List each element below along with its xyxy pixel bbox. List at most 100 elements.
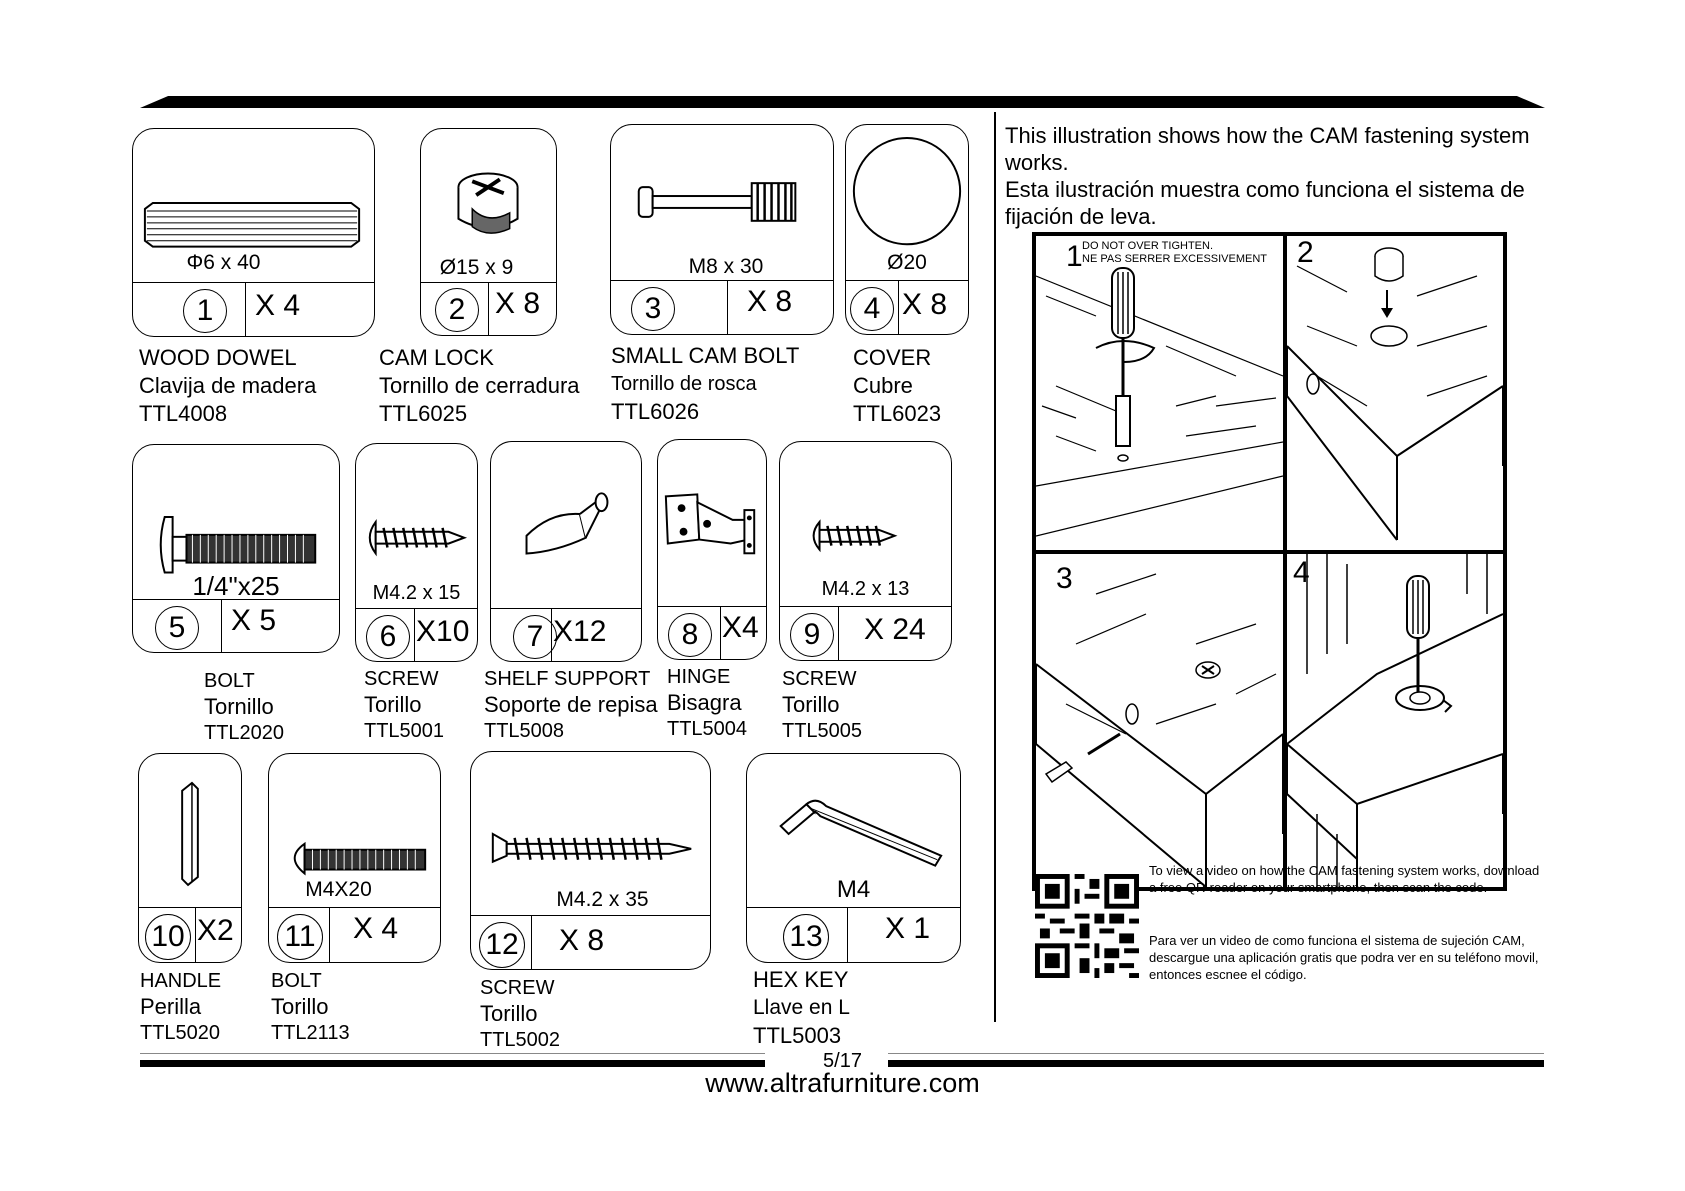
part-5-label: BOLT Tornillo TTL2020 (204, 670, 285, 744)
part-13-card: M4 13 X 1 (746, 753, 961, 963)
part-size: Φ6 x 40 (186, 251, 261, 274)
part-7-card: 7 X12 (490, 441, 642, 662)
part-quantity: X 8 (559, 924, 605, 957)
part-number-badge: 10 (145, 914, 191, 960)
screw-icon (812, 519, 898, 553)
part-quantity: X 4 (353, 912, 399, 945)
part-1-label: WOOD DOWEL Clavija de madera TTL4008 (139, 345, 317, 426)
step-3-illustration (1036, 573, 1283, 887)
top-rule (140, 96, 1545, 108)
qr-code-icon (1035, 874, 1139, 978)
cover-icon (852, 137, 962, 246)
bolt-icon (159, 516, 317, 574)
part-quantity: X 8 (495, 287, 541, 320)
part-row: 3 X 8 (611, 280, 833, 334)
part-row: 1 X 4 (133, 282, 374, 336)
bottom-rule-left (140, 1060, 765, 1067)
part-number-badge: 13 (783, 914, 829, 960)
shelf-support-icon (525, 492, 609, 555)
part-size: Ø15 x 9 (439, 256, 514, 279)
part-2-card: Ø15 x 9 2 X 8 (420, 128, 557, 336)
part-quantity: X12 (553, 615, 607, 648)
step-1-panel: 1 DO NOT OVER TIGHTEN. NE PAS SERRER EXC… (1036, 236, 1283, 550)
column-divider (994, 112, 996, 1022)
step-number: 2 (1297, 236, 1314, 269)
part-row: 11 X 4 (269, 907, 440, 962)
step-4-illustration (1287, 554, 1503, 887)
part-number-badge: 5 (155, 606, 199, 650)
handle-icon (181, 781, 199, 887)
part-10-label: HANDLE Perilla TTL5020 (140, 970, 222, 1044)
part-quantity: X 8 (747, 285, 793, 318)
part-row: 9 X 24 (780, 606, 951, 660)
part-quantity: X2 (197, 914, 234, 947)
part-4-label: COVER Cubre TTL6023 (853, 345, 942, 426)
part-13-label: HEX KEY Llave en L TTL5003 (753, 967, 850, 1048)
hinge-icon (664, 493, 756, 555)
part-size: M4.2 x 35 (556, 888, 649, 911)
part-size: M4 (836, 876, 871, 903)
part-4-card: Ø20 4 X 8 (845, 124, 969, 335)
part-size: Ø20 (887, 251, 927, 274)
part-quantity: X 8 (902, 288, 948, 321)
bottom-rule-thin-right (888, 1053, 1544, 1054)
part-7-label: SHELF SUPPORT Soporte de repisa TTL5008 (484, 668, 658, 742)
qr-instructions-en: To view a video on how the CAM fastening… (1149, 863, 1540, 895)
cam-steps-grid: 1 DO NOT OVER TIGHTEN. NE PAS SERRER EXC… (1032, 232, 1507, 891)
hex-key-icon (779, 799, 943, 867)
part-5-card: 1/4"x25 5 X 5 (132, 444, 340, 653)
part-8-label: HINGE Bisagra TTL5004 (667, 666, 748, 740)
part-row: 2 X 8 (421, 282, 556, 335)
part-1-card: Φ6 x 40 1 X 4 (132, 128, 375, 337)
part-3-label: SMALL CAM BOLT Tornillo de rosca TTL6026 (611, 343, 800, 424)
part-number-badge: 7 (513, 615, 557, 659)
wood-dowel-icon (143, 202, 361, 248)
step-1-illustration (1036, 267, 1283, 537)
bottom-rule-right (888, 1060, 1544, 1067)
part-quantity: X 24 (864, 613, 926, 646)
part-9-card: M4.2 x 13 9 X 24 (779, 441, 952, 661)
part-12-label: SCREW Torillo TTL5002 (480, 977, 561, 1051)
part-row: 6 X10 (356, 608, 477, 661)
part-row: 13 X 1 (747, 907, 960, 962)
part-number-badge: 1 (183, 289, 227, 333)
part-number-badge: 9 (790, 613, 834, 657)
part-2-label: CAM LOCK Tornillo de cerradura TTL6025 (379, 345, 580, 426)
part-number-badge: 4 (850, 287, 894, 331)
part-row: 8 X4 (658, 606, 766, 659)
part-number-badge: 11 (277, 914, 323, 960)
part-size: 1/4"x25 (192, 571, 280, 601)
part-11-card: M4X20 11 X 4 (268, 753, 441, 963)
part-number-badge: 2 (435, 288, 479, 332)
step-1-warning: DO NOT OVER TIGHTEN. NE PAS SERRER EXCES… (1082, 240, 1268, 265)
step-number: 3 (1056, 562, 1073, 595)
part-number-badge: 8 (668, 613, 712, 657)
page-number: 5/17 (823, 1050, 862, 1072)
part-quantity: X 5 (231, 604, 277, 637)
screw-icon (491, 832, 692, 864)
step-number: 4 (1293, 556, 1310, 589)
bolt-icon (293, 841, 427, 876)
cam-bolt-icon (637, 182, 797, 222)
website-url[interactable]: www.altrafurniture.com (705, 1068, 980, 1098)
part-number-badge: 12 (479, 922, 525, 968)
part-10-card: 10 X2 (138, 753, 242, 963)
part-size: M4X20 (305, 878, 372, 901)
part-quantity: X 4 (255, 289, 301, 322)
part-row: 7 X12 (491, 608, 641, 661)
part-12-card: M4.2 x 35 12 X 8 (470, 751, 711, 970)
part-number-badge: 3 (631, 287, 675, 331)
step-number: 1 (1066, 240, 1083, 273)
qr-instructions-es: Para ver un video de como funciona el si… (1149, 933, 1539, 982)
part-quantity: X10 (416, 615, 470, 648)
bottom-rule-thin-left (140, 1053, 765, 1054)
part-size: M8 x 30 (688, 255, 764, 278)
step-2-panel: 2 (1287, 236, 1503, 550)
step-2-illustration (1287, 247, 1503, 541)
step-3-panel: 3 (1036, 554, 1283, 887)
part-row: 5 X 5 (133, 599, 339, 652)
part-row: 4 X 8 (846, 280, 968, 334)
cam-lock-icon (457, 172, 519, 234)
part-quantity: X4 (722, 611, 759, 644)
part-row: 10 X2 (139, 907, 241, 962)
